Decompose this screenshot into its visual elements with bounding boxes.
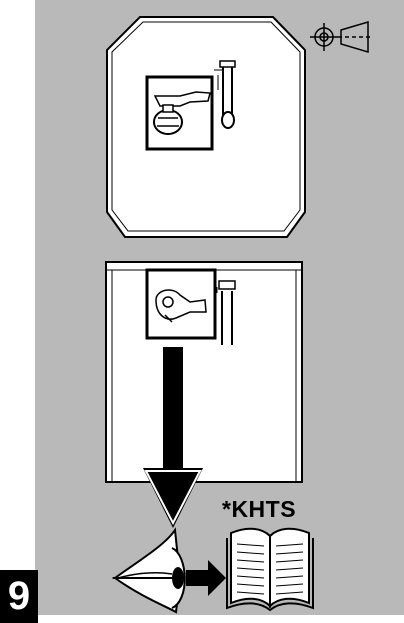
door-detail-box-upper (145, 60, 236, 151)
eye-icon (111, 527, 186, 614)
first-angle-projection-icon (310, 20, 372, 54)
reference-label: *KHTS (222, 496, 297, 522)
door-detail-box-lower (145, 268, 236, 345)
open-book-icon (226, 527, 314, 612)
arrow-right-icon (186, 560, 226, 596)
step-number: 9 (0, 570, 38, 623)
arrow-down-icon (143, 347, 203, 528)
